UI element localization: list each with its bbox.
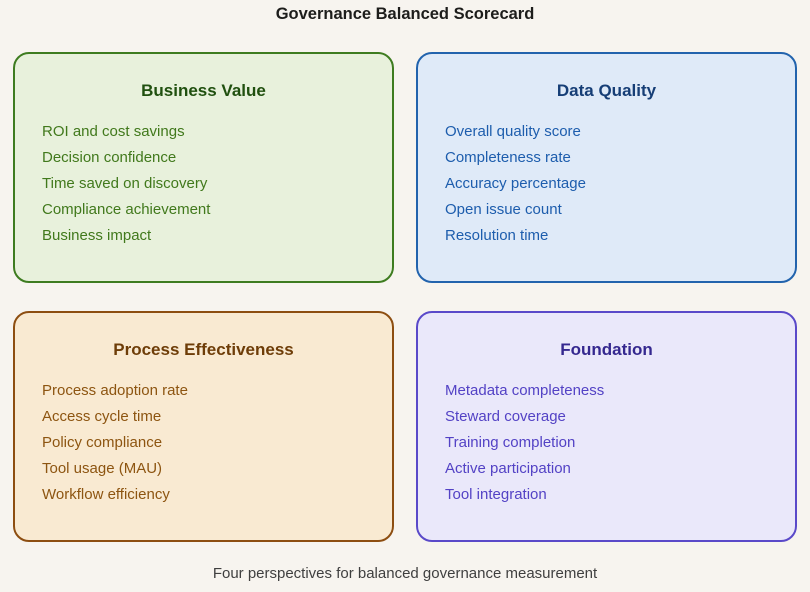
quadrant-title: Data Quality [556, 81, 657, 100]
quadrant-title: Process Effectiveness [113, 340, 294, 359]
metric-item: Metadata completeness [445, 382, 605, 399]
quadrant-title: Business Value [141, 81, 266, 100]
metric-list: ROI and cost savings Decision confidence… [15, 119, 392, 249]
page-caption: Four perspectives for balanced governanc… [212, 565, 598, 582]
metric-list: Process adoption rate Access cycle time … [15, 378, 392, 508]
metric-item: Accuracy percentage [445, 175, 586, 192]
metric-item: Overall quality score [445, 123, 581, 140]
metric-list: Metadata completeness Steward coverage T… [418, 378, 795, 508]
quadrant-process-effectiveness: Process Effectiveness Process adoption r… [13, 311, 394, 542]
metric-item: Active participation [445, 460, 571, 477]
quadrant-title: Foundation [560, 340, 653, 359]
metric-item: Resolution time [445, 227, 549, 244]
metric-item: ROI and cost savings [42, 123, 185, 140]
metric-item: Compliance achievement [42, 201, 211, 218]
metric-item: Open issue count [445, 201, 562, 218]
metric-item: Business impact [42, 227, 152, 244]
metric-item: Time saved on discovery [42, 175, 208, 192]
metric-item: Decision confidence [42, 149, 177, 166]
metric-item: Workflow efficiency [42, 486, 170, 503]
metric-item: Process adoption rate [42, 382, 188, 399]
metric-list: Overall quality score Completeness rate … [418, 119, 795, 249]
metric-item: Steward coverage [445, 408, 566, 425]
metric-item: Access cycle time [42, 408, 162, 425]
quadrant-business-value: Business Value ROI and cost savings Deci… [13, 52, 394, 283]
metric-item: Training completion [445, 434, 576, 451]
quadrant-grid: Business Value ROI and cost savings Deci… [13, 52, 797, 542]
quadrant-foundation: Foundation Metadata completeness Steward… [416, 311, 797, 542]
page-title: Governance Balanced Scorecard [275, 5, 535, 23]
metric-item: Tool integration [445, 486, 547, 503]
quadrant-data-quality: Data Quality Overall quality score Compl… [416, 52, 797, 283]
metric-item: Completeness rate [445, 149, 571, 166]
metric-item: Tool usage (MAU) [42, 460, 163, 477]
metric-item: Policy compliance [42, 434, 163, 451]
